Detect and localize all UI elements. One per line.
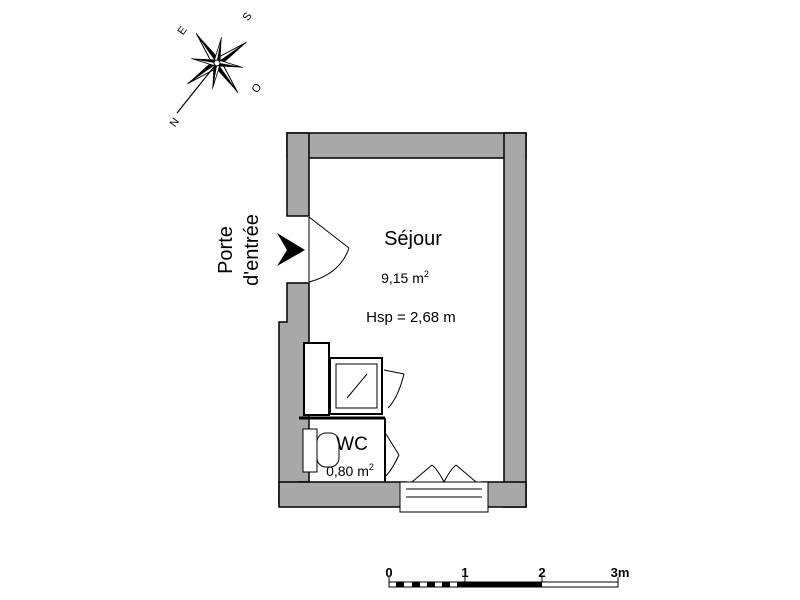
compass-n-label: N xyxy=(168,116,182,129)
room-name-sejour: Séjour xyxy=(384,228,442,250)
shower-door xyxy=(383,369,405,409)
compass-rose-icon: N E S O xyxy=(168,10,265,129)
scale-tick-0: 0 xyxy=(385,565,392,580)
room-name-wc: WC xyxy=(336,434,368,455)
entrance-label-line2: d'entrée xyxy=(241,214,263,286)
window xyxy=(399,464,489,513)
compass-e-label: E xyxy=(176,24,190,37)
scale-bar: 0 1 2 3m xyxy=(385,565,630,588)
room-height-sejour: Hsp = 2,68 m xyxy=(366,309,456,326)
scale-tick-3: 3m xyxy=(611,565,630,580)
shower xyxy=(329,357,383,415)
room-area-sejour: 9,15 m2 xyxy=(381,269,429,286)
wc-door xyxy=(385,433,400,477)
compass-s-label: S xyxy=(241,10,255,23)
toilet xyxy=(302,428,340,473)
scale-tick-2: 2 xyxy=(538,565,545,580)
scale-tick-1: 1 xyxy=(461,565,468,580)
compass-o-label: O xyxy=(250,81,265,95)
entrance-label-line1: Porte xyxy=(215,226,237,274)
entrance-door xyxy=(308,216,350,283)
closet xyxy=(303,342,330,416)
entrance-arrow-icon xyxy=(277,233,305,266)
room-area-wc: 0,80 m2 xyxy=(326,462,374,479)
walls xyxy=(278,132,527,508)
